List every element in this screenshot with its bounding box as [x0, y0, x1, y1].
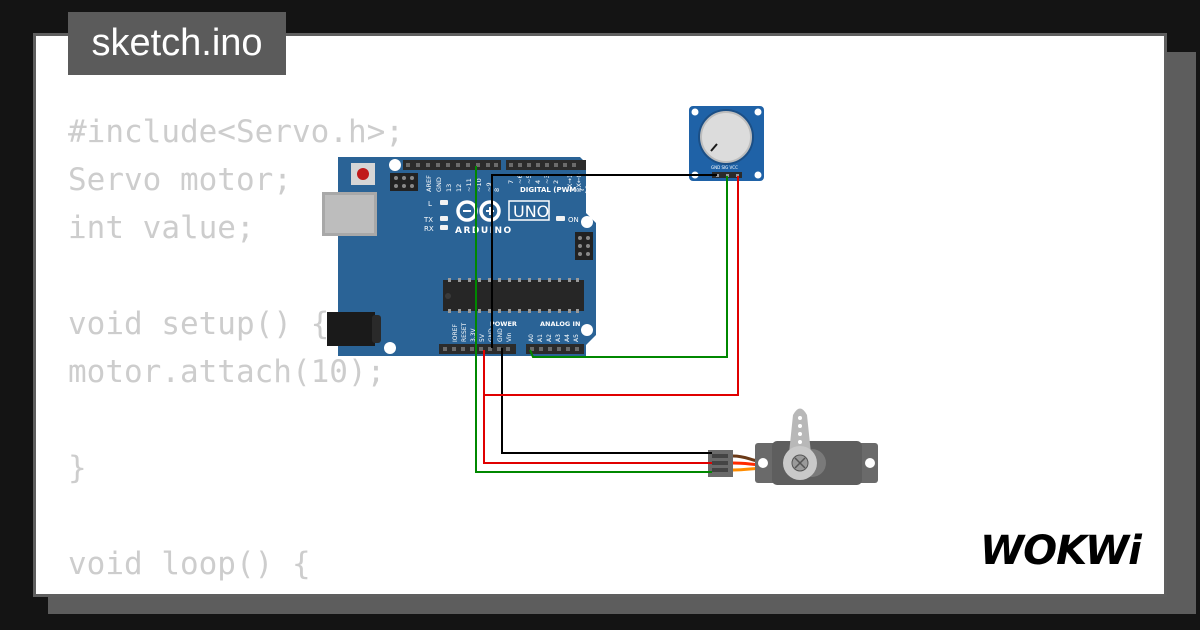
wire-red-vcc: [483, 176, 739, 396]
pin-label: TX→1: [566, 174, 574, 193]
wire-green-sig: [529, 176, 728, 358]
pin-label: 5V: [479, 333, 486, 342]
power-pin-header[interactable]: [439, 344, 516, 354]
file-name-tab[interactable]: sketch.ino: [68, 12, 286, 75]
pin-label: GND: [435, 177, 443, 192]
pin-label: 2: [552, 180, 560, 184]
arduino-logo-icon: [456, 200, 550, 222]
pin-label: AREF: [425, 175, 433, 192]
led-tx: [440, 216, 448, 221]
pin-label: 7: [507, 180, 515, 184]
wokwi-logo: WOKWi: [980, 528, 1144, 574]
icsp-header: [390, 173, 418, 191]
code-line: #include<Servo.h>;: [68, 114, 404, 150]
led-tx-label: TX: [423, 216, 433, 224]
preview-card: #include<Servo.h>; Servo motor; int value;…: [33, 33, 1167, 597]
arduino-uno-board[interactable]: AREF GND 13 12 ~11 ~10 ~9 8 7 ~6 ~5 4 ~3…: [322, 157, 596, 356]
led-on: [556, 216, 565, 221]
pin-label: GND: [497, 328, 504, 342]
pin-label: ~5: [525, 174, 533, 184]
pin-label: RESET: [461, 322, 468, 342]
code-preview: #include<Servo.h>; Servo motor; int value;…: [68, 108, 497, 594]
potentiometer-pin-labels: GND SIG VCC: [711, 165, 738, 170]
code-line: }: [68, 450, 87, 486]
pin-label: Vin: [506, 332, 513, 342]
wire-black-gnd: [491, 174, 717, 348]
pin-label: RX←0: [575, 173, 583, 192]
pin-label: A0: [528, 334, 535, 342]
reset-button-icon[interactable]: [351, 163, 375, 185]
power-header-label: POWER: [490, 320, 517, 328]
pin-label: A2: [546, 334, 553, 342]
led-rx-label: RX: [424, 225, 434, 233]
digital-header-label: DIGITAL (PWM ~): [520, 186, 588, 194]
pin-label: ~3: [543, 174, 551, 184]
power-jack-icon: [327, 312, 381, 346]
servo-motor[interactable]: [708, 408, 878, 486]
pin-label: 13: [445, 184, 453, 192]
analog-pin-header[interactable]: [526, 344, 584, 354]
pin-label: IOREF: [452, 324, 459, 342]
pin-label: A3: [555, 334, 562, 342]
led-l: [440, 200, 448, 205]
pin-label: ~6: [516, 174, 524, 184]
potentiometer[interactable]: GND SIG VCC: [689, 106, 764, 181]
digital-pin-header[interactable]: [403, 160, 586, 170]
pin-label: A4: [564, 334, 571, 342]
pin-label: ~9: [485, 182, 493, 192]
board-brand-label: ARDUINO: [455, 226, 513, 236]
pin-label: ~11: [465, 178, 473, 192]
wire-red-servo-vcc: [483, 395, 712, 464]
pin-label: 4: [534, 180, 542, 184]
pin-label: A1: [537, 334, 544, 342]
code-line: void setup() {: [68, 306, 330, 342]
icsp-header-right: [575, 232, 593, 260]
usb-port-icon: [322, 192, 377, 236]
pin-label: ~10: [475, 178, 483, 192]
pin-label: 8: [493, 188, 501, 192]
top-pin-labels: AREF GND 13 12 ~11 ~10 ~9 8 7 ~6 ~5 4 ~3…: [425, 173, 583, 193]
analog-pin-labels: A0 A1 A2 A3 A4 A5: [528, 334, 580, 342]
code-line: void loop() {: [68, 546, 311, 582]
potentiometer-knob-icon[interactable]: [698, 109, 754, 165]
code-line: motor.attach(10);: [68, 354, 386, 390]
pin-label: A5: [573, 334, 580, 342]
code-line: Servo motor;: [68, 162, 292, 198]
pin-label: 3.3V: [470, 327, 477, 342]
pin-label: 12: [455, 184, 463, 192]
wire-green-servo-signal: [475, 166, 712, 473]
wokwi-logo-text: WOKWi: [980, 528, 1143, 574]
led-rx: [440, 225, 448, 230]
led-l-label: L: [428, 200, 432, 208]
wire-black-servo-gnd: [501, 348, 712, 454]
servo-horn-icon: [783, 408, 817, 480]
board-model-label: UNO: [513, 202, 549, 221]
code-line: int value;: [68, 210, 255, 246]
atmega-chip-icon: [443, 278, 584, 313]
analog-header-label: ANALOG IN: [540, 320, 580, 328]
wires: [475, 166, 739, 473]
led-on-label: ON: [568, 216, 579, 224]
